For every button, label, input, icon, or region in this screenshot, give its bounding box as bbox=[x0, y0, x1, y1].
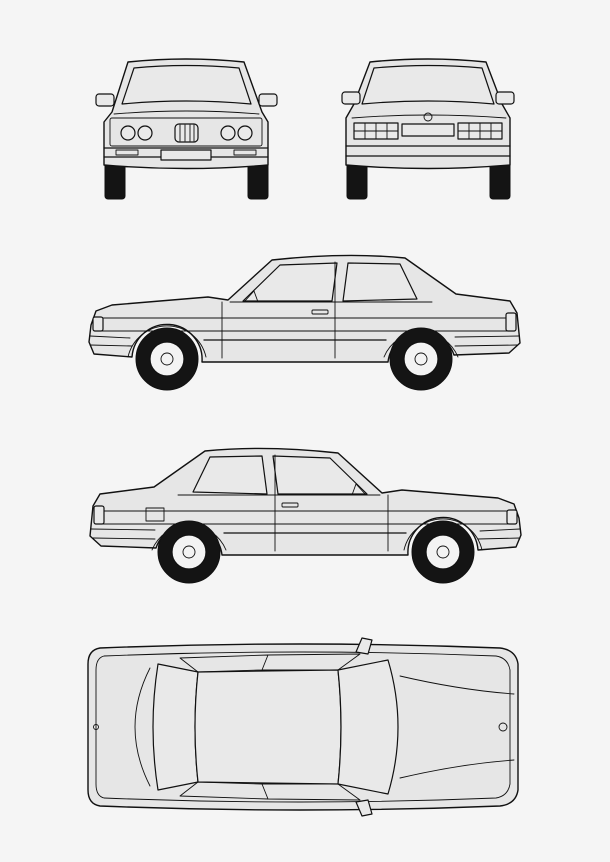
side-window-rear bbox=[342, 262, 418, 302]
top-view bbox=[87, 637, 519, 817]
front-rim bbox=[149, 341, 185, 377]
side-taillight bbox=[505, 312, 517, 332]
front-wheel-arch bbox=[403, 518, 483, 551]
side-mirror bbox=[351, 483, 367, 496]
front-windshield bbox=[121, 64, 252, 105]
rear-rim bbox=[171, 534, 207, 570]
rear-license-plate bbox=[401, 123, 455, 137]
door-handle bbox=[311, 309, 329, 315]
door-handle bbox=[281, 502, 299, 508]
front-hood-line bbox=[113, 110, 260, 115]
rear-view bbox=[341, 58, 515, 200]
side-window-rear bbox=[192, 455, 268, 495]
fuel-filler-flap bbox=[145, 507, 165, 522]
top-right-mirror bbox=[355, 799, 373, 817]
top-rear-window bbox=[152, 663, 199, 791]
side-bumper-front bbox=[89, 335, 133, 347]
front-wheel-arch bbox=[127, 325, 207, 358]
side-window-front bbox=[272, 455, 368, 495]
top-roof bbox=[194, 669, 342, 785]
side-headlamp bbox=[92, 316, 104, 332]
front-left-mirror bbox=[95, 93, 115, 107]
rear-brand-emblem bbox=[423, 112, 433, 122]
front-headlamp bbox=[237, 125, 253, 141]
taillight-ribs bbox=[353, 122, 399, 140]
side-door-outline bbox=[274, 454, 389, 552]
front-fog-lamp bbox=[233, 149, 257, 156]
rear-hub bbox=[182, 545, 196, 559]
top-side-window-right bbox=[179, 781, 361, 801]
top-hood-lines bbox=[399, 675, 515, 779]
top-windshield bbox=[337, 659, 399, 795]
front-hub bbox=[160, 352, 174, 366]
top-trunk-lines bbox=[134, 667, 151, 787]
front-rim bbox=[425, 534, 461, 570]
top-hood-emblem bbox=[498, 722, 508, 732]
rear-rim bbox=[403, 341, 439, 377]
rear-hub bbox=[414, 352, 428, 366]
top-side-window-left bbox=[179, 653, 361, 673]
side-headlamp bbox=[506, 509, 518, 525]
front-right-mirror bbox=[258, 93, 278, 107]
side-bumper-rear bbox=[90, 528, 156, 540]
top-left-mirror bbox=[355, 637, 373, 655]
front-hub bbox=[436, 545, 450, 559]
side-taillight bbox=[93, 505, 105, 525]
side-door-outline bbox=[221, 261, 336, 359]
rear-bumper bbox=[345, 145, 511, 157]
front-headlamp bbox=[220, 125, 236, 141]
front-grille-bar bbox=[109, 117, 263, 147]
kidney-grille-slats bbox=[179, 124, 195, 142]
front-headlamp bbox=[120, 125, 136, 141]
taillight-ribs bbox=[457, 122, 503, 140]
side-mirror bbox=[243, 290, 259, 303]
side-bumper-front bbox=[477, 528, 521, 540]
top-trunk-lock bbox=[93, 724, 99, 730]
front-view bbox=[95, 58, 278, 200]
rear-left-mirror bbox=[341, 91, 361, 105]
front-license-plate bbox=[160, 149, 212, 161]
side-view-right bbox=[89, 447, 522, 584]
side-window-front bbox=[242, 262, 338, 302]
side-view-left bbox=[88, 254, 521, 391]
kidney-grille bbox=[174, 123, 199, 143]
rear-right-mirror bbox=[495, 91, 515, 105]
trunk-lid-line bbox=[351, 114, 507, 119]
front-headlamp bbox=[137, 125, 153, 141]
front-fog-lamp bbox=[115, 149, 139, 156]
side-bumper-rear bbox=[454, 335, 520, 347]
rear-window bbox=[361, 64, 495, 105]
